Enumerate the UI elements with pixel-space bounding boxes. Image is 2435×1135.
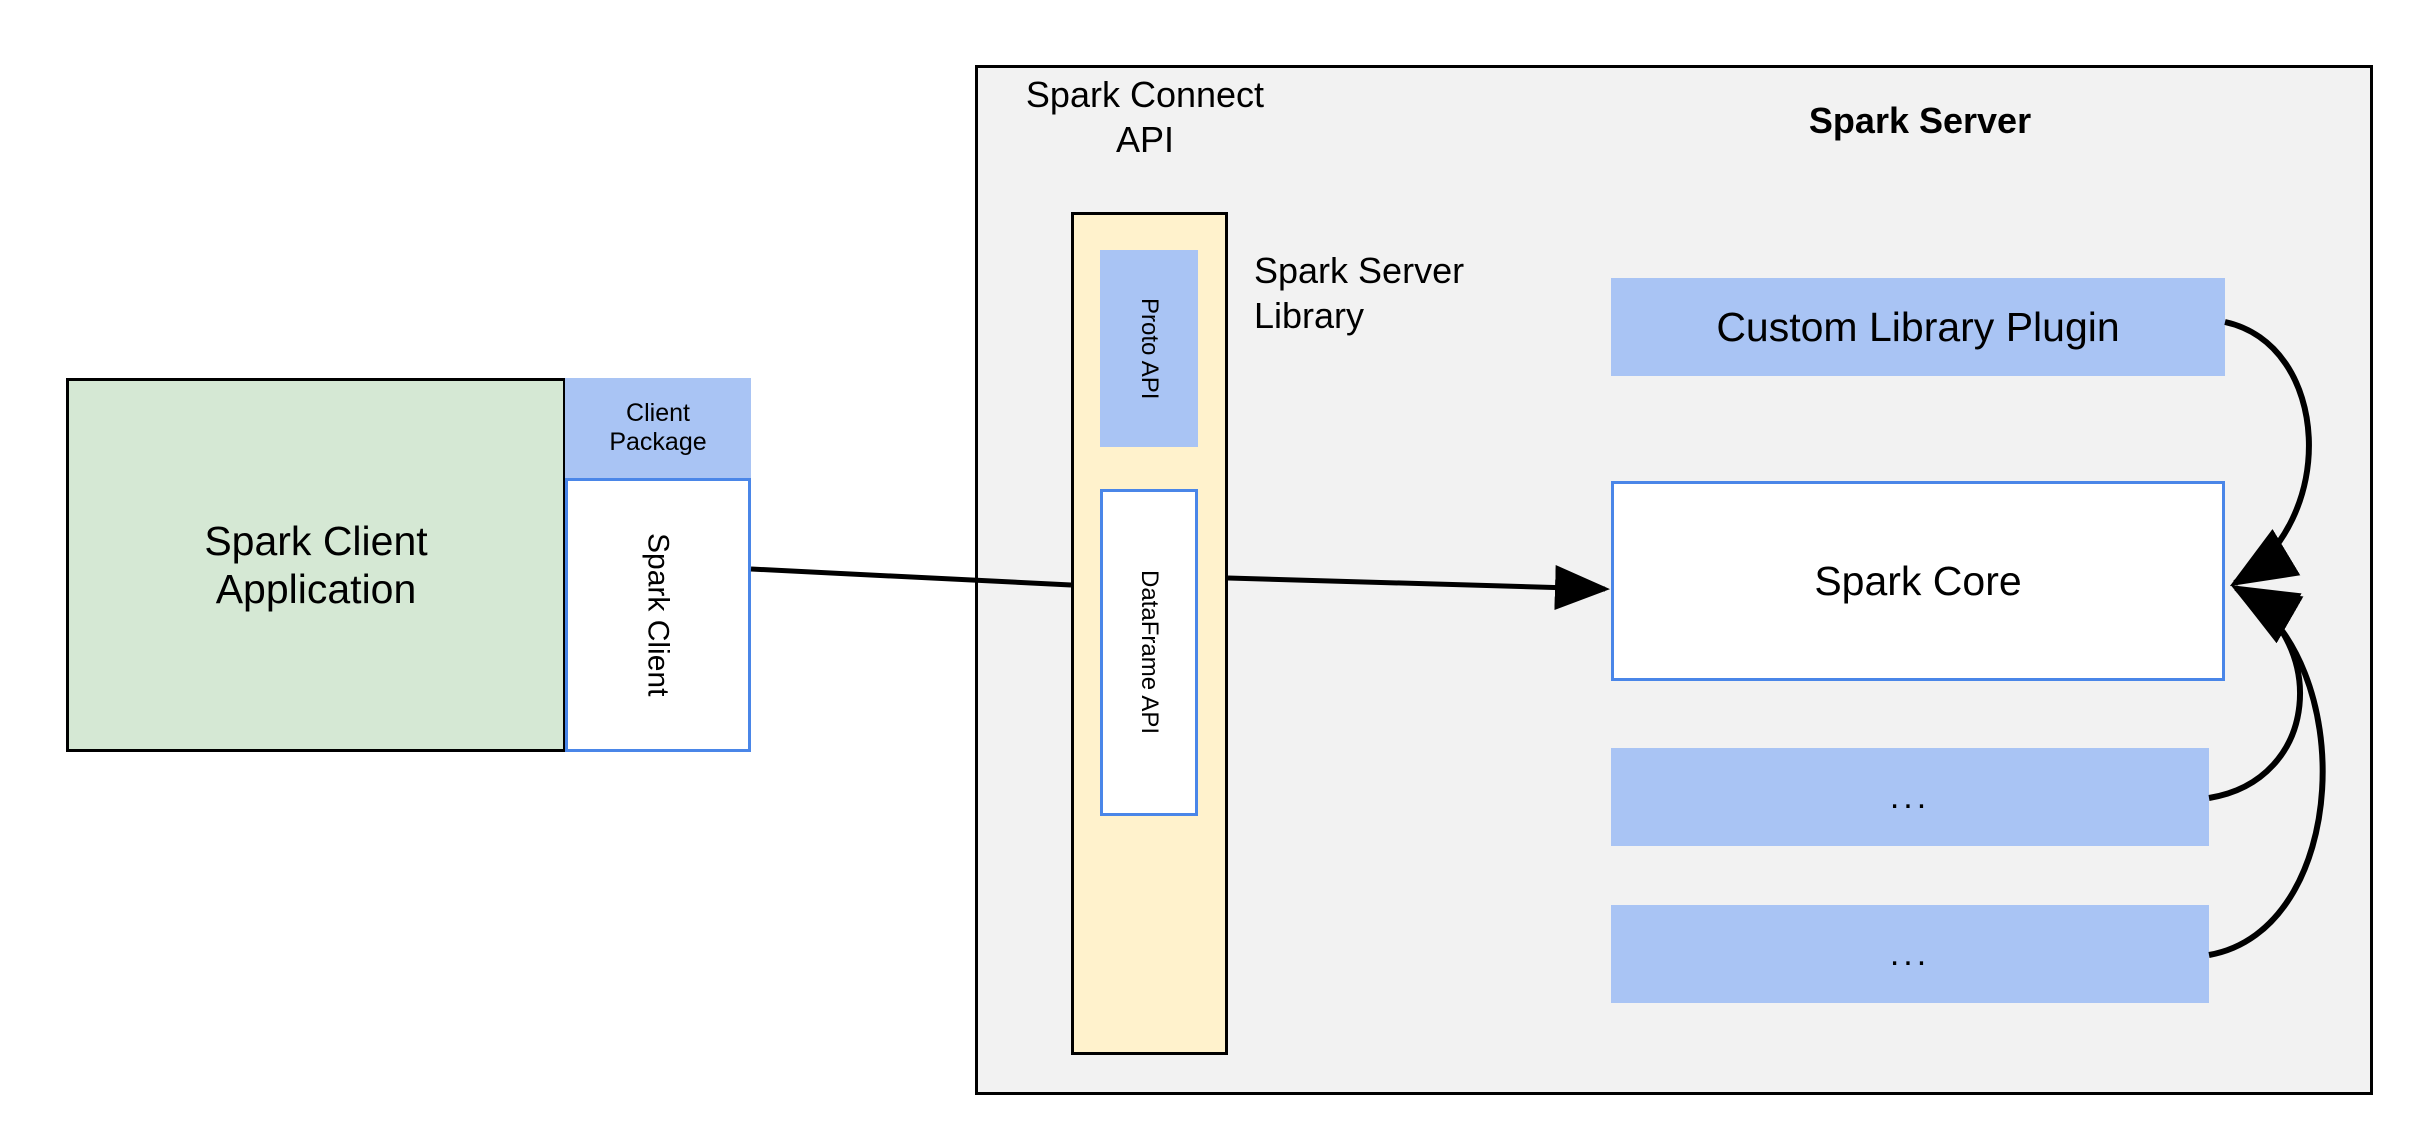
custom-library-plugin-box[interactable]: Custom Library Plugin — [1611, 278, 2225, 376]
dataframe-api-label: DataFrame API — [1136, 570, 1164, 735]
spark-core-box[interactable]: Spark Core — [1611, 481, 2225, 681]
client-package-label: Client Package — [609, 398, 707, 457]
custom-library-plugin-label: Custom Library Plugin — [1716, 303, 2120, 350]
proto-api-label: Proto API — [1136, 297, 1164, 400]
spark-client-application-box[interactable]: Spark Client Application — [66, 378, 566, 752]
plugin-placeholder-box-2[interactable]: ... — [1611, 905, 2209, 1003]
spark-client-box[interactable]: Spark Client — [565, 478, 751, 752]
spark-client-label: Spark Client — [641, 533, 675, 697]
proto-api-box[interactable]: Proto API — [1100, 250, 1198, 447]
plugin-placeholder-label-1: ... — [1889, 777, 1931, 816]
spark-server-library-label: Spark Server Library — [1254, 250, 1465, 336]
dataframe-api-box[interactable]: DataFrame API — [1100, 489, 1198, 816]
plugin-placeholder-box-1[interactable]: ... — [1611, 748, 2209, 846]
spark-client-application-label: Spark Client Application — [204, 517, 428, 612]
plugin-placeholder-label-2: ... — [1889, 934, 1931, 973]
spark-server-title: Spark Server — [1808, 100, 2032, 141]
spark-connect-api-label: Spark Connect API — [1025, 74, 1265, 160]
spark-core-label: Spark Core — [1814, 557, 2022, 604]
client-package-box[interactable]: Client Package — [565, 378, 751, 478]
